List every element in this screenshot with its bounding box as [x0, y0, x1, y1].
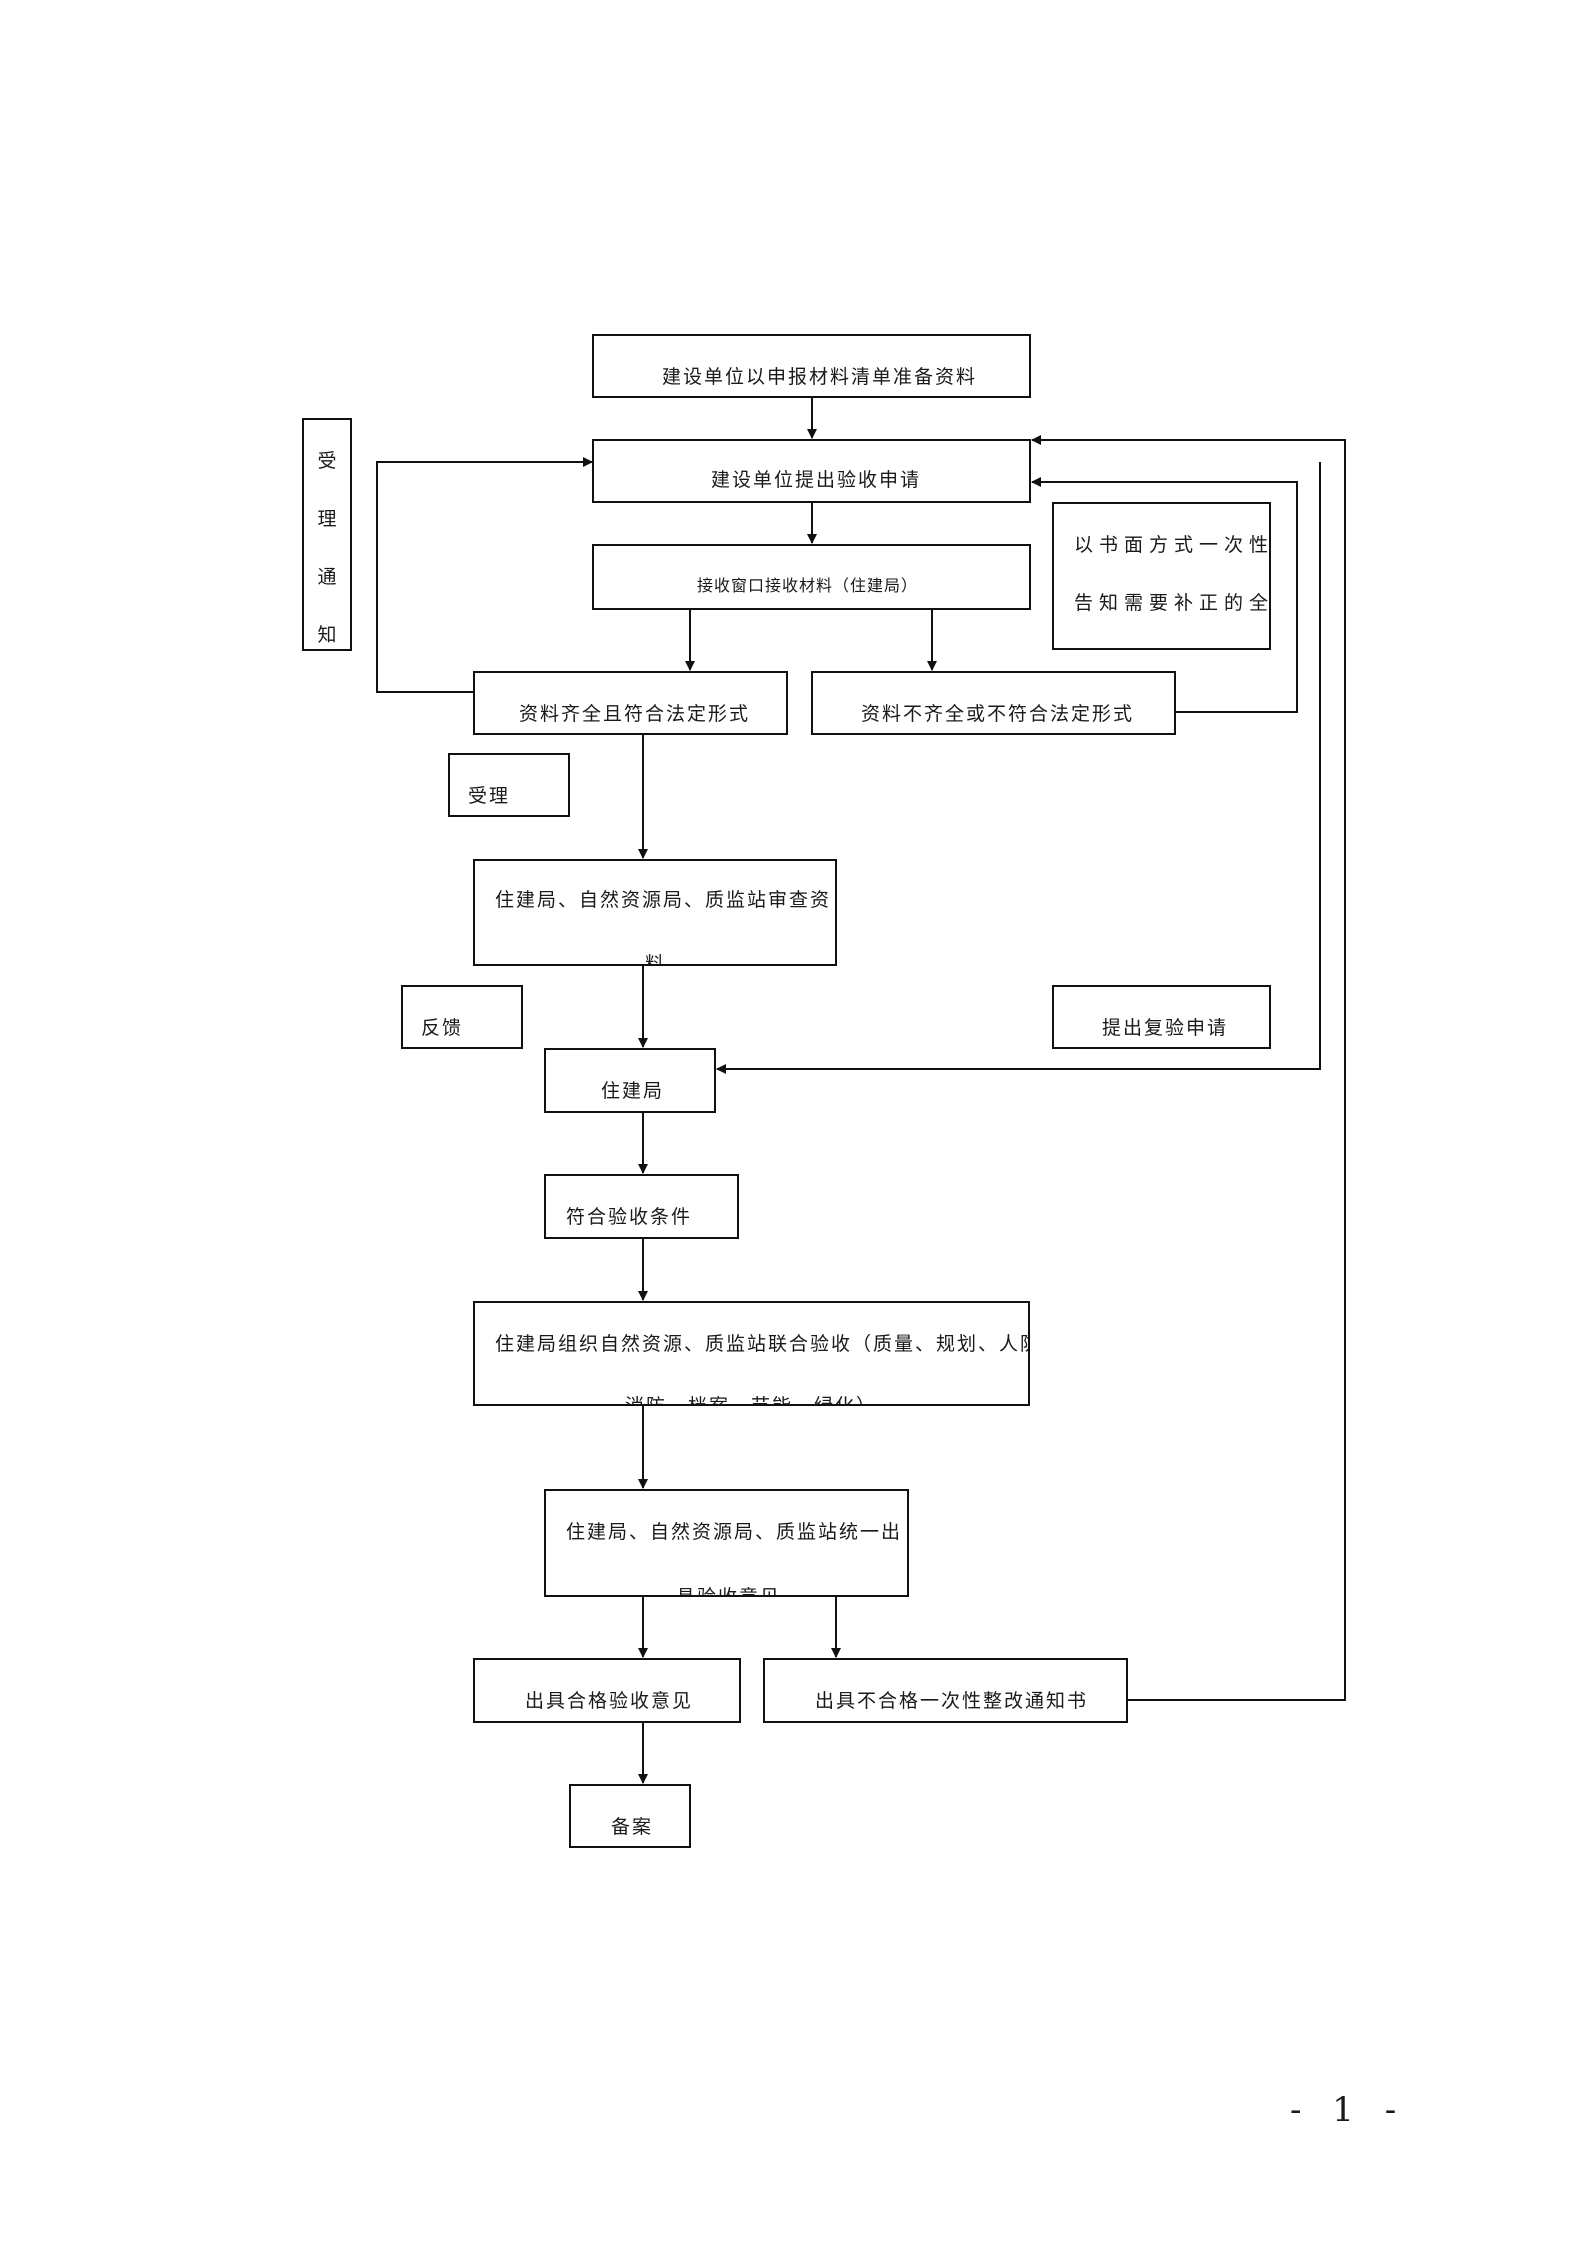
node-fail-notice: 出具不合格一次性整改通知书 — [763, 1658, 1128, 1723]
node-filing: 备案 — [569, 1784, 691, 1848]
node-pass-opinion: 出具合格验收意见 — [473, 1658, 741, 1723]
node-materials-incomplete: 资料不齐全或不符合法定形式 — [811, 671, 1176, 735]
node-housing-bureau: 住建局 — [544, 1048, 716, 1113]
node-unified-opinion: 住建局、自然资源局、质监站统一出 具验收意见 — [544, 1489, 909, 1597]
node-conditions-met: 符合验收条件 — [544, 1174, 739, 1239]
label-accept: 受理 — [448, 753, 570, 817]
arrow-fail-back-to-apply — [1031, 435, 1346, 1701]
node-submit-application: 建设单位提出验收申请 — [592, 439, 1031, 503]
page-number: - 1 - — [1290, 2090, 1407, 2130]
label-feedback: 反馈 — [401, 985, 523, 1049]
arrow-incomplete-back-to-apply — [1031, 477, 1298, 713]
node-receive-window: 接收窗口接收材料（住建局） — [592, 544, 1031, 610]
node-review-materials: 住建局、自然资源局、质监站审查资 料 — [473, 859, 837, 966]
arrow-reinspect-to-housing — [716, 462, 1321, 1074]
node-prepare-materials: 建设单位以申报材料清单准备资料 — [592, 334, 1031, 398]
side-acceptance-notice: 受 理 通 知 — [302, 418, 352, 651]
node-materials-complete: 资料齐全且符合法定形式 — [473, 671, 788, 735]
node-reinspect-application: 提出复验申请 — [1052, 985, 1271, 1049]
arrow-complete-back-to-apply — [376, 457, 593, 693]
node-written-notice: 以书面方式一次性 告知需要补正的全 — [1052, 502, 1271, 650]
node-joint-inspection: 住建局组织自然资源、质监站联合验收（质量、规划、人防、 消防、档案、节能、绿化） — [473, 1301, 1030, 1406]
